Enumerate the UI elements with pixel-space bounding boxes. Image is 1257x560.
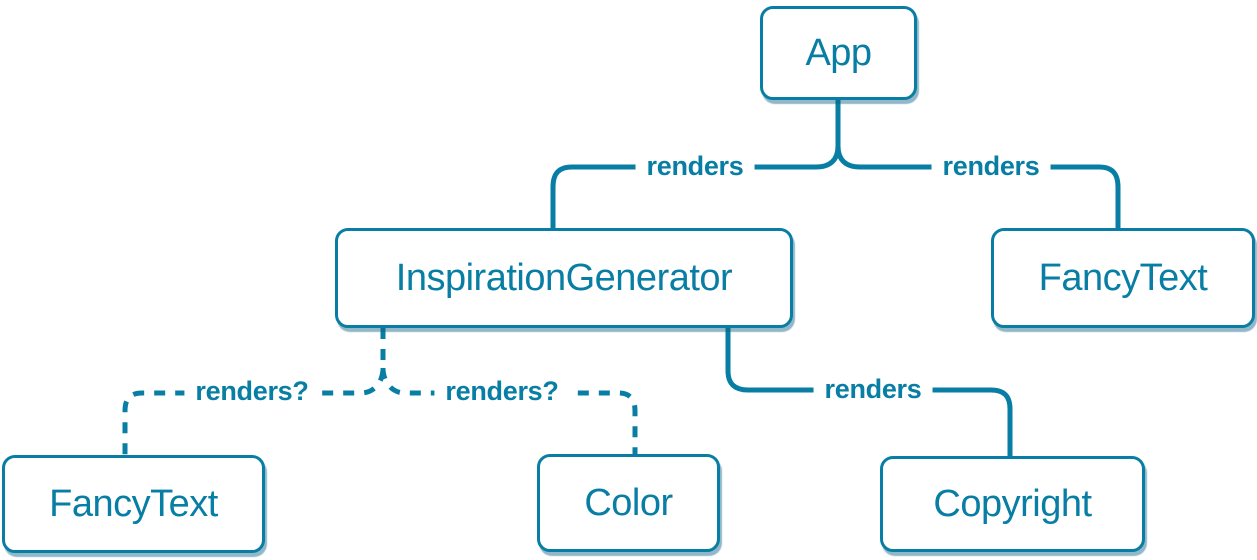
edge-label-app-renders-inspirationgenerator: renders (635, 151, 755, 182)
node-fancytext-top: FancyText (991, 228, 1255, 328)
edge-label-inspirationgenerator-renders-copyright: renders (813, 374, 933, 405)
node-app: App (760, 6, 917, 100)
node-fancytext-bottom: FancyText (2, 455, 265, 553)
node-fancytext-bottom-label: FancyText (49, 482, 218, 525)
node-copyright-label: Copyright (933, 482, 1092, 525)
edge-label-inspirationgenerator-renders-fancytext: renders? (184, 376, 320, 407)
edge-label-inspirationgenerator-renders-color: renders? (434, 376, 570, 407)
node-inspirationgenerator-label: InspirationGenerator (395, 256, 733, 299)
node-app-label: App (805, 31, 872, 74)
edge-label-app-renders-fancytext: renders (931, 151, 1051, 182)
node-copyright: Copyright (880, 456, 1145, 552)
node-color-label: Color (584, 481, 673, 524)
node-color: Color (537, 454, 720, 552)
node-fancytext-top-label: FancyText (1038, 256, 1208, 299)
node-inspirationgenerator: InspirationGenerator (335, 228, 793, 328)
